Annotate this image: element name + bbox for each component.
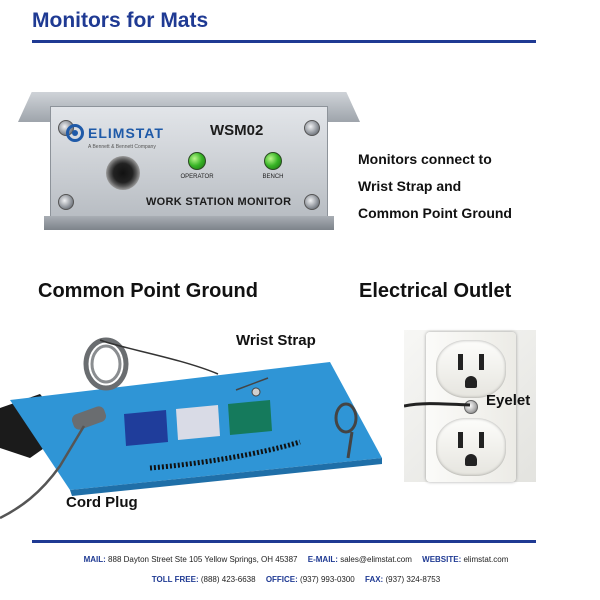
- monitor-base: [44, 216, 334, 230]
- work-station-monitor-image: ELIMSTAT A Bennett & Bennett Company WSM…: [18, 92, 360, 234]
- cord-plug-callout: Cord Plug: [66, 494, 138, 511]
- receptacle-bottom: [436, 418, 506, 476]
- elimstat-logo: ELIMSTAT: [66, 124, 164, 142]
- footer-fax-value: (937) 324-8753: [385, 575, 441, 584]
- footer-tollfree-label: TOLL FREE:: [151, 575, 199, 584]
- footer-email-label: E-MAIL:: [307, 555, 338, 564]
- title-divider: [32, 40, 536, 43]
- page-title: Monitors for Mats: [32, 9, 209, 32]
- brand-subtitle: A Bennett & Bennett Company: [88, 144, 156, 150]
- swatch-green: [228, 400, 272, 435]
- footer-office-value: (937) 993-0300: [300, 575, 355, 584]
- mat-edge: [70, 458, 382, 496]
- cord-coil: [334, 402, 358, 434]
- mat-illustration: Wrist Strap Cord Plug: [0, 318, 400, 528]
- operator-led-icon: [188, 152, 206, 170]
- heading-common-point-ground: Common Point Ground: [38, 280, 258, 302]
- monitor-caption: WORK STATION MONITOR: [146, 196, 292, 208]
- cord-plug-icon: [71, 406, 107, 430]
- cord-coil: [83, 337, 129, 391]
- cord-coil: [90, 344, 122, 384]
- outlet-slot-icon: [479, 354, 484, 370]
- wrist-lead: [235, 377, 269, 391]
- ground-hole-icon: [465, 454, 477, 466]
- footer-email-value[interactable]: sales@elimstat.com: [340, 555, 412, 564]
- coiled-cord: [149, 439, 301, 471]
- footer-website-value[interactable]: elimstat.com: [463, 555, 509, 564]
- electrical-outlet-image: [404, 330, 536, 482]
- wrist-strap-callout: Wrist Strap: [236, 332, 316, 349]
- screw-icon: [58, 194, 74, 210]
- brand-name: ELIMSTAT: [88, 125, 164, 141]
- screw-icon: [304, 120, 320, 136]
- description-line: Monitors connect to: [358, 151, 492, 167]
- wrist-cord: [99, 339, 219, 375]
- footer-fax-label: FAX:: [365, 575, 384, 584]
- screw-icon: [304, 194, 320, 210]
- footer-mail-value: 888 Dayton Street Ste 105 Yellow Springs…: [108, 555, 298, 564]
- description-line: Common Point Ground: [358, 205, 512, 221]
- outlet-slot-icon: [458, 354, 463, 370]
- ground-hole-icon: [465, 376, 477, 388]
- outlet-slot-icon: [479, 432, 484, 448]
- description-line: Wrist Strap and: [358, 178, 462, 194]
- receptacle-top: [436, 340, 506, 398]
- bench-led-icon: [264, 152, 282, 170]
- eyelet-callout: Eyelet: [486, 392, 531, 409]
- model-label: WSM02: [210, 122, 264, 139]
- swatch-grey: [176, 405, 220, 440]
- heading-electrical-outlet: Electrical Outlet: [359, 280, 512, 302]
- plug-cord: [0, 425, 86, 520]
- mat-drawing: [0, 337, 382, 520]
- swatch-blue: [124, 410, 168, 446]
- footer-phone-line: TOLL FREE: (888) 423-6638 OFFICE: (937) …: [0, 575, 600, 584]
- operator-led-label: OPERATOR: [180, 174, 214, 180]
- wrist-strap-jack-icon: [106, 156, 140, 190]
- outlet-slot-icon: [458, 432, 463, 448]
- ground-cord-drawing: [404, 402, 471, 408]
- snap-icon: [251, 387, 261, 397]
- footer-contact-line: MAIL: 888 Dayton Street Ste 105 Yellow S…: [0, 555, 600, 564]
- outlet-cover-plate: [426, 332, 516, 482]
- monitor-description: Monitors connect to Wrist Strap and Comm…: [358, 146, 558, 227]
- footer-divider: [32, 540, 536, 543]
- footer-tollfree-value: (888) 423-6638: [200, 575, 256, 584]
- footer-website-label: WEBSITE:: [422, 555, 462, 564]
- footer-office-label: OFFICE:: [265, 575, 298, 584]
- elimstat-logo-icon: [66, 124, 84, 142]
- bench-led-label: BENCH: [262, 174, 284, 180]
- ground-cord: [346, 431, 354, 459]
- footer-mail-label: MAIL:: [83, 555, 106, 564]
- eyelet-cord: [404, 402, 471, 408]
